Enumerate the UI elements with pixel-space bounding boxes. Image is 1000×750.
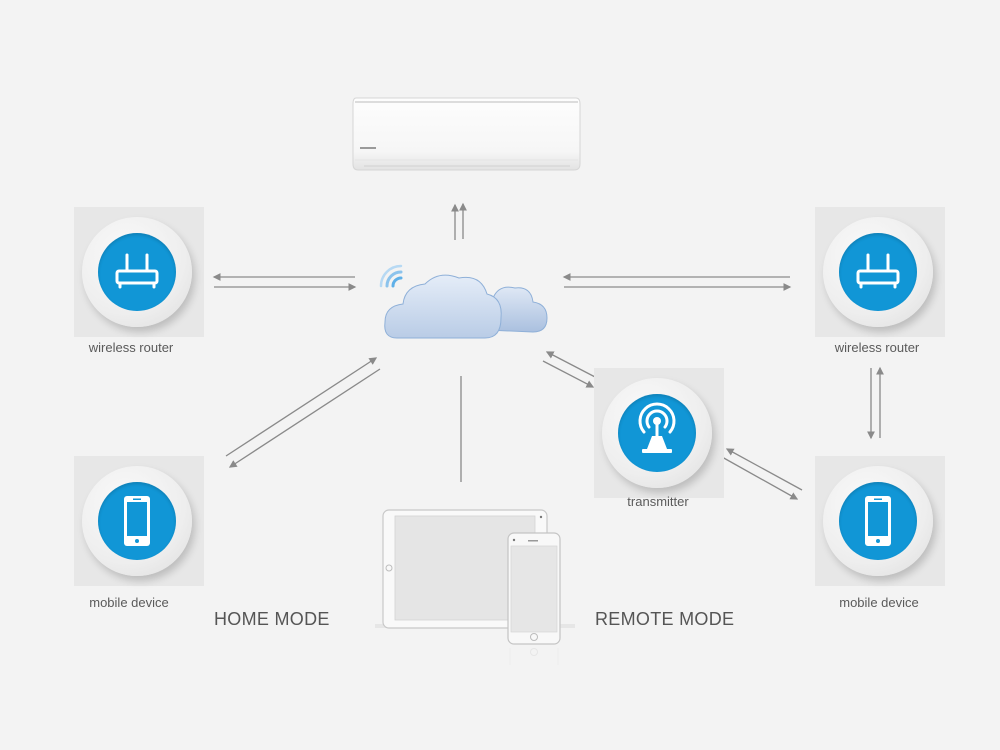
arrow-cloud-to-transmitter (542, 360, 595, 388)
cloud (375, 258, 555, 343)
arrow-transmitter-to-mobile-right (721, 456, 799, 500)
antenna-tower-icon (638, 402, 676, 453)
smartphone-icon (124, 496, 150, 546)
home-mode-label: HOME MODE (214, 609, 330, 629)
cloud-icon (379, 264, 548, 339)
arrow-mobile-left-to-cloud (225, 357, 378, 457)
transmitter-label: transmitter (627, 494, 689, 509)
node-router-right (815, 207, 945, 337)
remote-mode-label: REMOTE MODE (595, 609, 735, 629)
node-transmitter (594, 368, 724, 498)
mobile-left-label: mobile device (89, 595, 169, 610)
node-router-left (74, 207, 204, 337)
router-right-label: wireless router (834, 340, 920, 355)
router-left-label: wireless router (88, 340, 174, 355)
arrow-transmitter-to-cloud (545, 351, 598, 379)
router-icon (856, 253, 900, 289)
node-mobile-right (815, 456, 945, 586)
mobile-right-label: mobile device (839, 595, 919, 610)
arrow-mobile-right-to-transmitter (725, 448, 803, 491)
devices (370, 500, 590, 670)
router-icon (115, 253, 159, 289)
air-conditioner (350, 94, 582, 174)
tablet-and-phone-icon (375, 509, 575, 665)
air-conditioner-icon (352, 97, 581, 171)
arrow-cloud-to-mobile-left (228, 368, 381, 468)
smartphone-icon (865, 496, 891, 546)
node-mobile-left (74, 456, 204, 586)
